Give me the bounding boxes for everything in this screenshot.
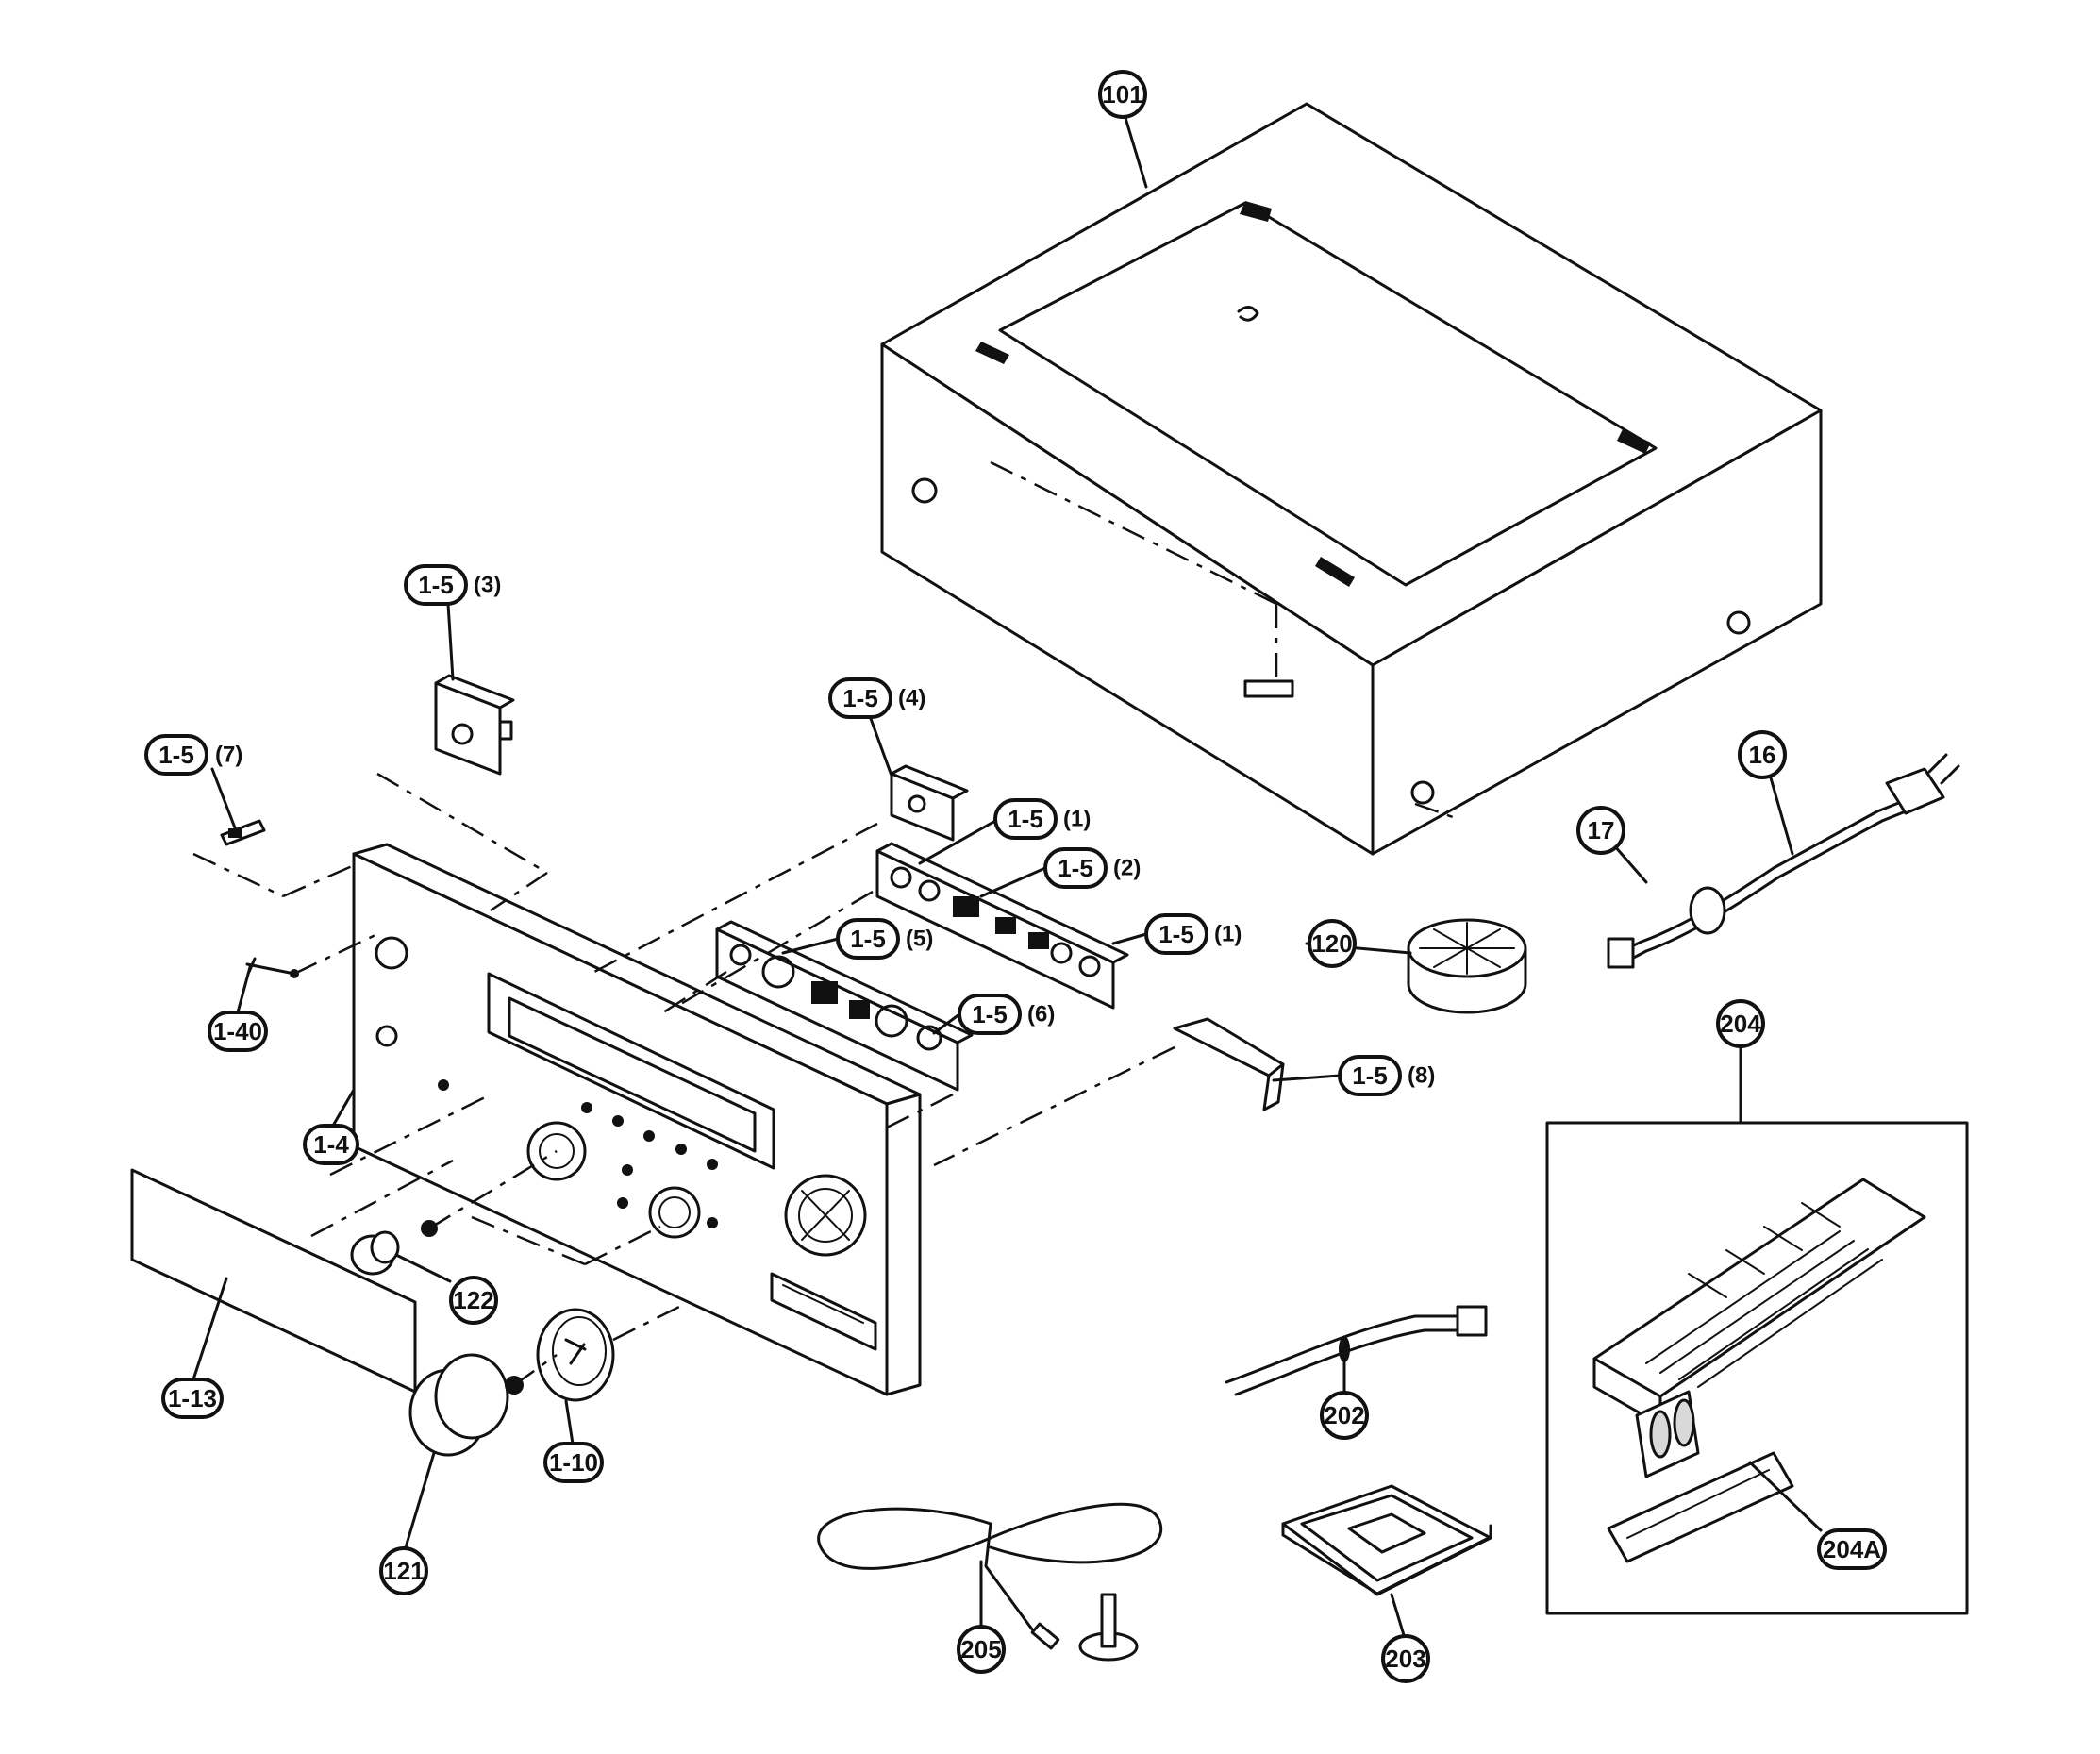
- ring-1-10-part: [536, 1308, 615, 1402]
- callout-1-40: 1-40: [208, 1011, 268, 1052]
- callout-1-5-7-label: 1-5: [158, 741, 194, 769]
- knob-121-part: [408, 1353, 524, 1457]
- callout-204: 204: [1716, 999, 1765, 1048]
- foot-120-part: [1407, 918, 1527, 1014]
- callout-204-label: 204: [1720, 1010, 1761, 1038]
- callout-1-5-2-sub: (2): [1113, 856, 1141, 881]
- callout-1-5-5-label: 1-5: [850, 925, 886, 953]
- callout-121-label: 121: [383, 1557, 424, 1585]
- fm-antenna-part: [817, 1502, 1163, 1662]
- callout-204a-label: 204A: [1823, 1535, 1881, 1563]
- callout-1-5-6-label: 1-5: [972, 1000, 1008, 1028]
- callout-203-label: 203: [1385, 1645, 1425, 1673]
- callout-121: 121: [379, 1546, 428, 1595]
- callout-1-5-4: 1-5 (4): [828, 677, 925, 719]
- callout-202: 202: [1320, 1391, 1369, 1440]
- callout-101: 101: [1098, 70, 1147, 119]
- jack-1-5-3-part: [434, 674, 515, 776]
- callout-1-4: 1-4: [303, 1124, 359, 1165]
- callout-120-label: 120: [1311, 929, 1352, 958]
- remote-box-part: [1545, 1121, 1969, 1615]
- callout-204a: 204A: [1817, 1528, 1887, 1570]
- callout-1-5-1b-label: 1-5: [1158, 920, 1194, 948]
- callout-16-label: 16: [1749, 741, 1776, 769]
- callout-1-5-6: 1-5 (6): [958, 994, 1055, 1035]
- callout-1-5-5: 1-5 (5): [836, 918, 933, 960]
- callout-1-5-4-sub: (4): [898, 686, 925, 711]
- callout-1-5-5-sub: (5): [906, 927, 933, 952]
- front-panel-part: [352, 843, 922, 1396]
- callout-1-5-4-label: 1-5: [842, 684, 878, 712]
- jack-strip-1-5-5-part: [715, 920, 974, 1092]
- callout-1-5-6-sub: (6): [1027, 1002, 1055, 1027]
- callout-122: 122: [449, 1276, 498, 1325]
- callout-1-5-3-sub: (3): [474, 573, 501, 598]
- callout-1-5-1a-sub: (1): [1063, 807, 1091, 832]
- callout-101-label: 101: [1102, 80, 1142, 109]
- callout-1-40-label: 1-40: [213, 1017, 262, 1045]
- callout-1-10: 1-10: [543, 1442, 604, 1483]
- callout-1-5-8: 1-5 (8): [1338, 1055, 1435, 1096]
- callout-122-label: 122: [453, 1286, 493, 1314]
- callout-1-5-2: 1-5 (2): [1043, 847, 1141, 889]
- callout-1-10-label: 1-10: [549, 1448, 598, 1477]
- callout-1-5-1b-sub: (1): [1214, 922, 1242, 947]
- knob-122-part: [350, 1220, 438, 1276]
- callout-1-5-7: 1-5 (7): [144, 734, 242, 776]
- callout-205-label: 205: [960, 1635, 1001, 1663]
- jack-1-5-4-part: [890, 764, 969, 842]
- callout-1-5-8-sub: (8): [1408, 1063, 1435, 1089]
- callout-1-13-label: 1-13: [168, 1384, 217, 1412]
- callout-16: 16: [1738, 730, 1787, 779]
- callout-1-5-2-label: 1-5: [1058, 854, 1093, 882]
- leader-lines: [192, 107, 1823, 1637]
- callout-1-5-1b: 1-5 (1): [1144, 913, 1242, 955]
- am-loop-antenna-part: [1281, 1484, 1492, 1596]
- callout-1-4-label: 1-4: [313, 1130, 349, 1159]
- callout-203: 203: [1381, 1634, 1430, 1683]
- assembly-lines: [192, 772, 1175, 1387]
- cable-202-part: [1225, 1305, 1488, 1396]
- callout-1-5-7-sub: (7): [215, 743, 242, 768]
- jack-strip-1-5-1-part: [875, 842, 1129, 1010]
- callout-17: 17: [1576, 806, 1625, 855]
- callout-1-5-3-label: 1-5: [418, 571, 454, 599]
- bracket-1-5-8-part: [1173, 1017, 1285, 1111]
- callout-1-5-3: 1-5 (3): [404, 564, 501, 606]
- switch-1-5-7-part: [220, 819, 266, 846]
- callout-17-label: 17: [1588, 816, 1615, 844]
- power-cord-part: [1607, 753, 1960, 969]
- callout-202-label: 202: [1324, 1401, 1364, 1429]
- screw-1-40-part: [245, 957, 299, 978]
- callout-120: 120: [1308, 919, 1357, 968]
- callout-1-5-1a-label: 1-5: [1008, 805, 1043, 833]
- callout-1-5-8-label: 1-5: [1352, 1061, 1388, 1090]
- callout-1-5-1a: 1-5 (1): [993, 798, 1091, 840]
- top-cover-part: [880, 102, 1823, 856]
- callout-205: 205: [957, 1625, 1006, 1674]
- callout-1-13: 1-13: [161, 1378, 224, 1419]
